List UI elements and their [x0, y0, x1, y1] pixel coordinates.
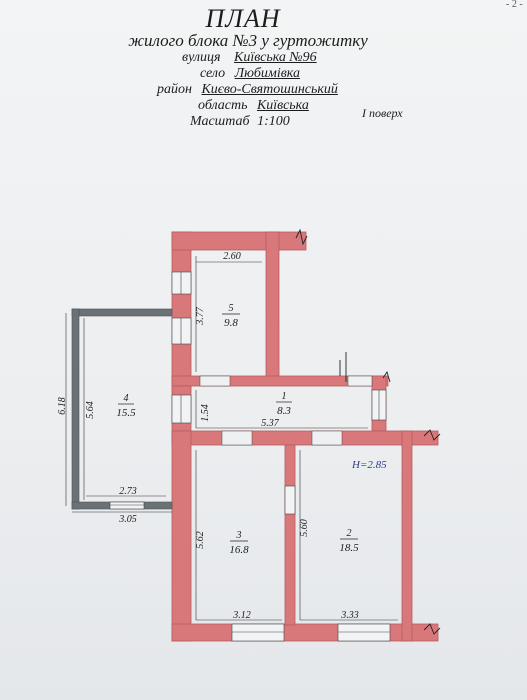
- ceiling-height-label: H=2.85: [351, 459, 387, 471]
- floor-label: I поверх: [362, 106, 403, 120]
- room2-area: 18.5: [339, 542, 359, 554]
- region-value: Київська: [256, 98, 309, 113]
- dim-room4-inner: 5.64: [85, 401, 96, 419]
- door-room3: [221, 430, 253, 446]
- dim-room4-outer: 6.18: [57, 397, 68, 415]
- veranda-wall-top: [71, 308, 173, 317]
- dim-room1-width: 5.37: [261, 418, 280, 429]
- dim-room4-width: 2.73: [119, 486, 137, 497]
- dim-room4-bottom: 3.05: [118, 514, 137, 525]
- street-value: Київська №96: [234, 50, 317, 65]
- room2-number: 2: [347, 528, 352, 539]
- window-room3: [231, 623, 285, 642]
- door-room5: [199, 375, 231, 387]
- room1-area: 8.3: [277, 405, 291, 417]
- window-veranda: [109, 501, 145, 510]
- plan-title: ПЛАН: [205, 4, 281, 33]
- district-value: Києво-Святошинський: [201, 82, 338, 97]
- region-label: область: [198, 98, 248, 113]
- room5-number: 5: [229, 303, 234, 314]
- door-room2: [311, 430, 343, 446]
- window-room5-left: [171, 271, 192, 295]
- wall-corridor-top: [171, 375, 389, 387]
- door-exit: [347, 375, 373, 387]
- dim-room2-width: 3.33: [340, 610, 359, 621]
- room4-area: 15.5: [116, 407, 136, 419]
- break-mark-mid: [339, 352, 347, 382]
- street-label: вулиця: [182, 50, 221, 65]
- veranda-wall-left: [71, 308, 80, 510]
- street-row: вулиця Київська №96: [182, 50, 317, 66]
- dim-room3-width: 3.12: [232, 610, 251, 621]
- district-row: район Києво-Святошинський: [157, 82, 338, 98]
- break-mark-top: [295, 228, 308, 246]
- room4-number: 4: [124, 393, 129, 404]
- dim-room3-height: 5.62: [195, 531, 206, 549]
- room3-number: 3: [236, 530, 242, 541]
- dim-room1-height: 1.54: [200, 404, 211, 422]
- window-corridor-left: [171, 394, 192, 424]
- door-partition: [284, 485, 296, 515]
- village-row: село Любимівка: [200, 66, 300, 82]
- break-mark-corridor: [382, 370, 391, 383]
- wall-room5-right: [265, 231, 280, 383]
- wall-room3-left: [171, 430, 192, 642]
- scale-label: Масштаб: [190, 114, 250, 129]
- scale-value: 1:100: [257, 114, 290, 129]
- district-label: район: [157, 82, 192, 97]
- break-mark-bottom: [423, 623, 441, 635]
- wall-partition: [284, 444, 296, 626]
- village-label: село: [200, 66, 226, 81]
- window-room2: [337, 623, 391, 642]
- dim-room5-height: 3.77: [195, 306, 206, 326]
- room1-number: 1: [282, 391, 287, 402]
- wall-room5-left: [171, 231, 192, 391]
- break-mark-right: [423, 429, 441, 441]
- wall-rooms-bottom: [171, 623, 439, 642]
- wall-room5-top: [171, 231, 307, 251]
- room3-area: 16.8: [229, 544, 249, 556]
- page-number: - 2 -: [506, 0, 523, 10]
- window-room5-left-2: [171, 317, 192, 345]
- wall-rooms-top: [171, 430, 439, 446]
- room5-area: 9.8: [224, 317, 238, 329]
- dim-room2-height: 5.60: [299, 519, 310, 537]
- region-row: область Київська: [198, 98, 309, 114]
- scale-row: Масштаб 1:100: [190, 114, 290, 130]
- village-value: Любимівка: [234, 66, 300, 81]
- plan-subtitle: жилого блока №3 у гуртожитку: [128, 31, 368, 50]
- dim-room5-width: 2.60: [223, 251, 241, 262]
- wall-room2-right: [401, 430, 413, 642]
